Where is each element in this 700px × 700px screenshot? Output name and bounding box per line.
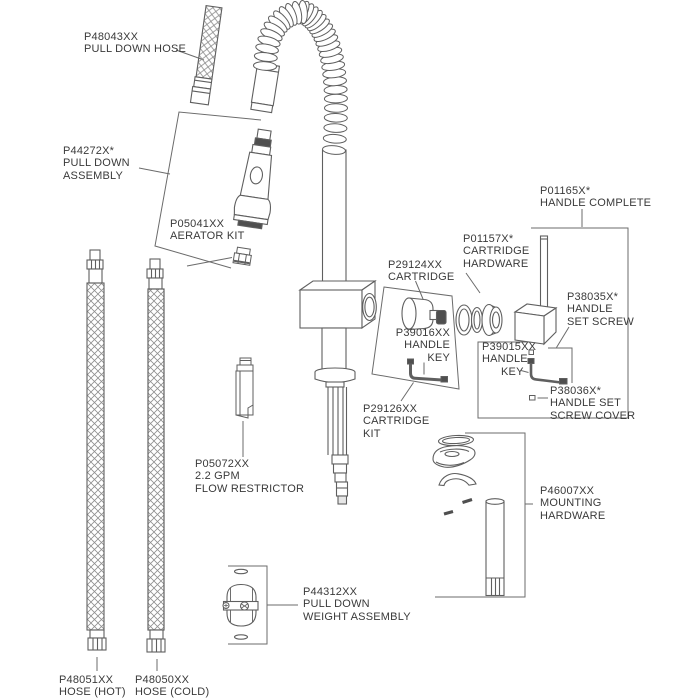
part-name: HANDLE COMPLETE bbox=[540, 197, 652, 210]
part-number: P48050XX bbox=[135, 674, 190, 686]
part-name: CARTRIDGE bbox=[463, 245, 530, 258]
part-name: PULL DOWN HOSE bbox=[84, 43, 187, 56]
pull-down-assembly-box bbox=[154, 111, 262, 269]
supply-hose-cold bbox=[146, 258, 166, 653]
part-name: HANDLE bbox=[404, 339, 450, 352]
part-number: P05072XX bbox=[195, 458, 250, 470]
part-number: P48051XX bbox=[59, 674, 114, 686]
leader-lines bbox=[96, 49, 583, 671]
part-name: KIT bbox=[363, 427, 381, 440]
label-p48043-pull-down-hose: P48043XX PULL DOWN HOSE bbox=[84, 31, 186, 56]
part-number: P46007XX bbox=[540, 485, 595, 497]
part-name: SET SCREW bbox=[567, 315, 634, 328]
label-p44312-weight-assembly: P44312XX PULL DOWN WEIGHT ASSEMBLY bbox=[303, 586, 411, 623]
part-name: HANDLE bbox=[567, 303, 613, 316]
part-name: PULL DOWN bbox=[63, 157, 130, 170]
mounting-hardware-box bbox=[435, 432, 526, 598]
weight-part bbox=[222, 568, 259, 640]
part-name: FLOW RESTRICTOR bbox=[195, 482, 305, 495]
mounting-hardware-parts bbox=[432, 434, 505, 597]
label-p38035-handle-set-screw: P38035X* HANDLE SET SCREW bbox=[567, 291, 634, 328]
label-p05041-aerator-kit: P05041XX AERATOR KIT bbox=[170, 218, 245, 243]
label-p38036-handle-set-screw-cover: P38036X* HANDLE SET SCREW COVER bbox=[550, 385, 635, 422]
part-number: P39016XX bbox=[395, 327, 450, 339]
label-p01157-cartridge-hardware: P01157X* CARTRIDGE HARDWARE bbox=[463, 233, 529, 270]
part-spec: 2.2 GPM bbox=[195, 470, 240, 483]
part-name: HARDWARE bbox=[540, 509, 606, 522]
pull-down-hose-part bbox=[189, 4, 223, 106]
label-p01165-handle-complete: P01165X* HANDLE COMPLETE bbox=[540, 185, 651, 210]
label-p29124-cartridge: P29124XX CARTRIDGE bbox=[388, 259, 454, 284]
cartridge-part bbox=[401, 297, 447, 331]
part-number: P38036X* bbox=[550, 385, 602, 397]
label-p39016-handle-key: P39016XX HANDLE KEY bbox=[390, 327, 450, 364]
part-number: P29126XX bbox=[363, 403, 418, 415]
aerator-part bbox=[232, 246, 252, 266]
part-number: P39015XX bbox=[482, 341, 537, 353]
flow-restrictor-part bbox=[235, 357, 254, 419]
part-name: PULL DOWN bbox=[303, 598, 370, 611]
label-p46007-mounting-hardware: P46007XX MOUNTING HARDWARE bbox=[540, 485, 605, 522]
label-p05072-flow-restrictor: P05072XX 2.2 GPM FLOW RESTRICTOR bbox=[195, 458, 304, 495]
part-number: P44312XX bbox=[303, 586, 358, 598]
handle-part bbox=[513, 235, 558, 346]
part-name: ASSEMBLY bbox=[63, 169, 124, 182]
handle-complete-box bbox=[477, 227, 629, 419]
part-number: P44272X* bbox=[63, 145, 115, 157]
handle-set-screw bbox=[528, 349, 534, 355]
part-number: P05041XX bbox=[170, 218, 225, 230]
set-screw-cover-part bbox=[529, 395, 536, 401]
part-name: HARDWARE bbox=[463, 257, 529, 270]
part-name: KEY bbox=[427, 351, 450, 364]
cartridge-hardware-rings bbox=[455, 303, 503, 337]
faucet-body-lower bbox=[298, 279, 377, 505]
allen-key-cartridge bbox=[407, 358, 448, 383]
cartridge-kit-box bbox=[371, 286, 460, 390]
part-name: AERATOR KIT bbox=[170, 230, 245, 243]
part-name: HANDLE bbox=[482, 353, 528, 366]
part-name: SCREW COVER bbox=[550, 409, 636, 422]
label-p29126-cartridge-kit: P29126XX CARTRIDGE KIT bbox=[363, 403, 429, 440]
part-name: HANDLE SET bbox=[550, 397, 622, 410]
part-number: P48043XX bbox=[84, 31, 139, 43]
part-name: HOSE (HOT) bbox=[59, 686, 126, 699]
part-name: CARTRIDGE bbox=[363, 415, 430, 428]
weight-assembly-box bbox=[228, 565, 268, 645]
part-name: WEIGHT ASSEMBLY bbox=[303, 610, 411, 623]
part-name: MOUNTING bbox=[540, 497, 602, 510]
coiled-hose bbox=[253, 0, 348, 155]
part-name: KEY bbox=[501, 365, 524, 378]
label-p44272-pull-down-assembly: P44272X* PULL DOWN ASSEMBLY bbox=[63, 145, 130, 182]
faucet-spout-column bbox=[321, 149, 347, 293]
label-p48050-hose-cold: P48050XX HOSE (COLD) bbox=[135, 674, 209, 699]
spray-wand bbox=[233, 128, 273, 230]
part-name: CARTRIDGE bbox=[388, 271, 455, 284]
part-number: P29124XX bbox=[388, 259, 443, 271]
label-p48051-hose-hot: P48051XX HOSE (HOT) bbox=[59, 674, 126, 699]
label-p39015-handle-key: P39015XX HANDLE KEY bbox=[482, 341, 536, 378]
part-number: P01165X* bbox=[540, 185, 591, 197]
part-number: P38035X* bbox=[567, 291, 619, 303]
part-number: P01157X* bbox=[463, 233, 514, 245]
supply-hose-hot bbox=[86, 249, 107, 651]
allen-key-handle bbox=[527, 358, 568, 385]
part-name: HOSE (COLD) bbox=[135, 686, 210, 699]
